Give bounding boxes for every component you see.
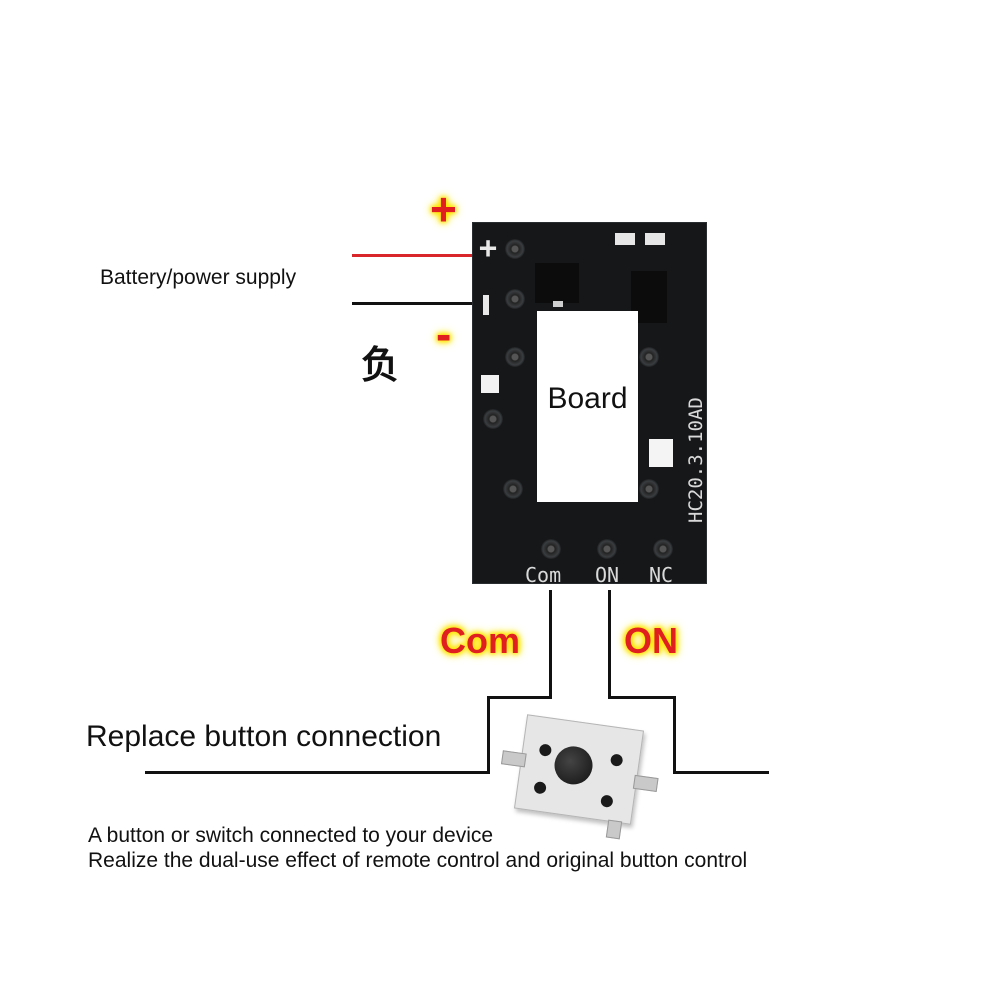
pad-nc: [653, 539, 673, 559]
pcb-silk-code: HC20.3.10AD: [685, 397, 707, 523]
device-line-left: [145, 771, 490, 774]
tactile-button-icon: [500, 714, 659, 840]
pad: [639, 347, 659, 367]
on-wire-horizontal: [608, 696, 676, 699]
device-line-right: [673, 771, 769, 774]
button-leg: [500, 750, 527, 768]
minus-sign-label: -: [436, 308, 452, 360]
pad: [639, 479, 659, 499]
board-label: Board: [547, 382, 628, 415]
pcb-board: + HC20.3.10AD Com ON NC: [472, 222, 707, 587]
battery-power-supply-label: Battery/power supply: [100, 266, 297, 289]
on-wire-down: [673, 696, 676, 774]
smd-component: [481, 375, 499, 393]
regulator-chip: [535, 263, 579, 303]
on-wire-label: ON: [624, 620, 678, 661]
button-corner-dot: [609, 753, 624, 767]
pad-on: [597, 539, 617, 559]
smd-component: [649, 439, 673, 467]
note-line-1: A button or switch connected to your dev…: [88, 824, 494, 847]
pcb-minus-silk: [483, 295, 489, 315]
negative-wire: [352, 302, 474, 305]
button-leg: [632, 774, 659, 793]
button-corner-dot: [600, 794, 614, 808]
pad-com: [541, 539, 561, 559]
positive-wire: [352, 254, 474, 257]
pad: [503, 479, 523, 499]
pad: [505, 289, 525, 309]
on-wire-vertical: [608, 590, 611, 698]
pin-label-com: Com: [525, 563, 562, 587]
com-wire-vertical: [549, 590, 552, 698]
button-leg: [605, 819, 623, 840]
board-placeholder-box: [537, 311, 638, 502]
com-wire-horizontal: [487, 696, 552, 699]
smd-component: [645, 233, 665, 245]
button-corner-dot: [533, 780, 547, 795]
pad: [483, 409, 503, 429]
button-cap: [552, 743, 596, 787]
smd-component: [615, 233, 635, 245]
plus-sign-label: +: [430, 183, 457, 235]
pcb-plus-silk: +: [479, 231, 498, 266]
pad: [505, 347, 525, 367]
chip-pin: [553, 301, 563, 307]
replace-button-title: Replace button connection: [86, 720, 442, 753]
negative-chinese-label: 负: [361, 343, 400, 387]
button-corner-dot: [538, 743, 553, 757]
note-line-2: Realize the dual-use effect of remote co…: [88, 849, 748, 872]
pad: [505, 239, 525, 259]
pin-label-nc: NC: [649, 563, 674, 587]
com-wire-down: [487, 696, 490, 774]
com-wire-label: Com: [440, 620, 520, 661]
pin-label-on: ON: [595, 563, 620, 587]
